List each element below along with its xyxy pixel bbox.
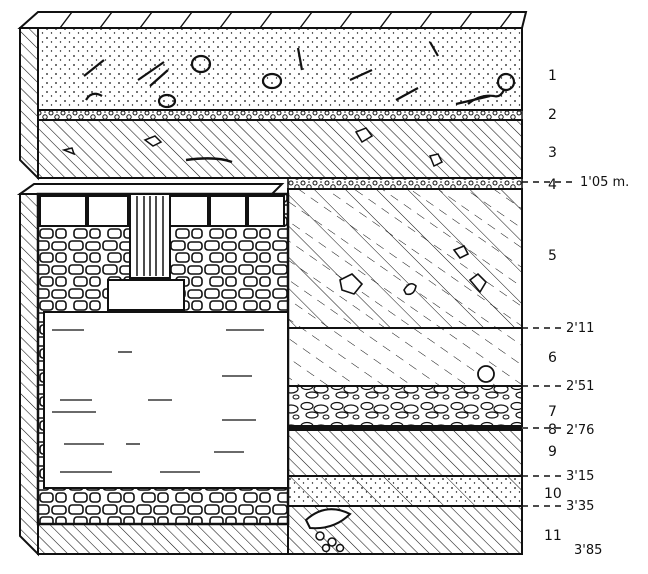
layer-numbers: 1 2 3 4 5 6 7 8 9 10 11	[544, 68, 562, 544]
layer-2	[37, 109, 523, 121]
layer-label-2: 2	[548, 107, 557, 123]
well-structure	[16, 183, 290, 557]
depth-reading-4: 2'76	[566, 423, 594, 438]
depth-readings: 1'05 m. 2'11 2'51 2'76 3'15 3'35 3'85	[566, 175, 629, 558]
depth-reading-1: 1'05 m.	[580, 175, 629, 190]
upper-block	[17, 11, 528, 181]
layer-label-7: 7	[548, 404, 557, 420]
right-column	[287, 188, 523, 555]
layer-label-3: 3	[548, 145, 557, 161]
layer-label-6: 6	[548, 350, 557, 366]
layer-label-4: 4	[548, 177, 557, 193]
layer-label-8: 8	[548, 422, 557, 438]
layer-1	[37, 27, 523, 111]
layer-9	[287, 429, 523, 477]
chamber-fill-lines	[52, 329, 264, 473]
bones	[83, 41, 516, 109]
depth-reading-6: 3'35	[566, 499, 594, 514]
layer-label-10: 10	[544, 486, 562, 502]
layer-label-11: 11	[544, 528, 562, 544]
layer-3	[37, 119, 523, 179]
layer-4	[287, 177, 523, 190]
depth-reading-2: 2'11	[566, 321, 594, 336]
depth-reading-bottom: 3'85	[574, 543, 602, 558]
depth-lines	[522, 181, 576, 507]
depth-reading-5: 3'15	[566, 469, 594, 484]
layer-7	[287, 385, 523, 427]
layer-8	[288, 426, 522, 430]
depth-reading-3: 2'51	[566, 379, 594, 394]
layer-label-1: 1	[548, 68, 557, 84]
layer-label-9: 9	[548, 444, 557, 460]
layer-label-5: 5	[548, 248, 557, 264]
